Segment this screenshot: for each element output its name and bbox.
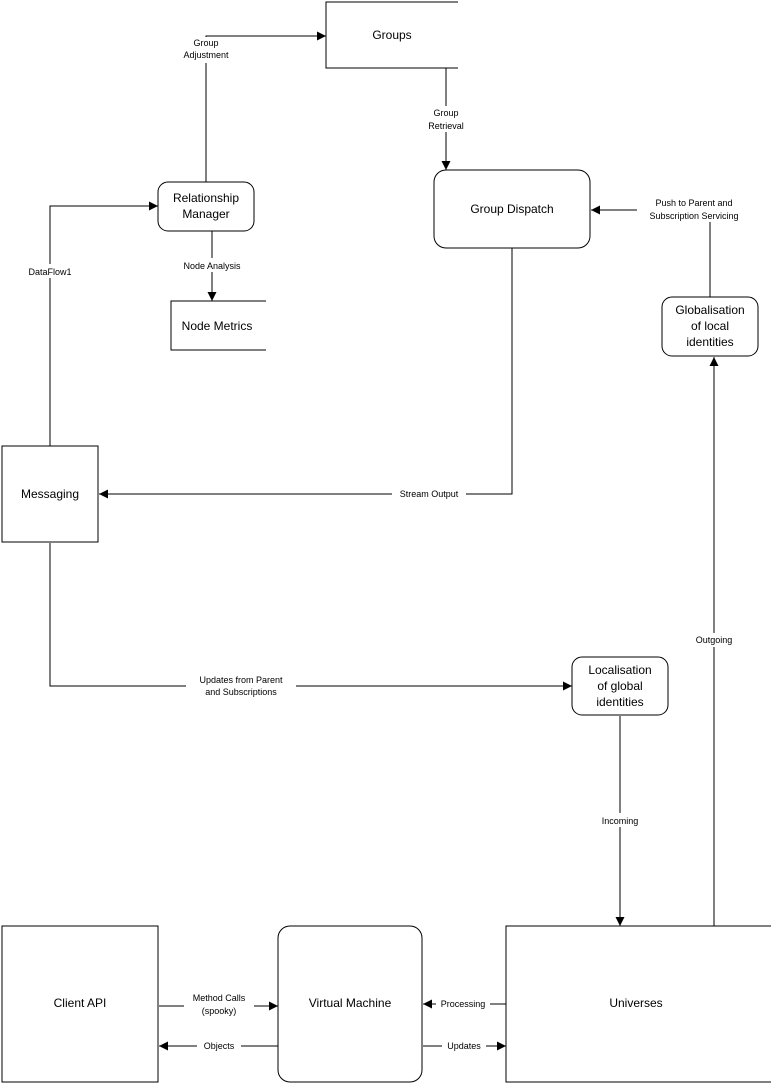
edge-objects: Objects [159, 1039, 278, 1053]
edge-label: Incoming [602, 816, 639, 826]
node-label-line: Globalisation [675, 303, 744, 317]
edge-label-line: Push to Parent and [655, 198, 732, 208]
edge-label-line: Subscription Servicing [649, 211, 738, 221]
node-label: Universes [609, 996, 662, 1010]
edge-incoming: Incoming [595, 716, 645, 926]
node-label-line: identities [596, 695, 643, 709]
node-label-line: of local [691, 319, 729, 333]
edge-label: Stream Output [400, 489, 459, 499]
edge-label-line: Adjustment [183, 50, 229, 60]
edge-group-retrieval: Group Retrieval [412, 68, 480, 170]
edge-label: Node Analysis [183, 261, 241, 271]
edge-label: DataFlow1 [28, 267, 71, 277]
edge-method-calls: Method Calls (spooky) [159, 991, 278, 1017]
node-node-metrics[interactable]: Node Metrics [170, 300, 266, 351]
node-messaging[interactable]: Messaging [1, 445, 99, 543]
edge-processing: Processing [423, 997, 506, 1011]
edge-label-line: Updates from Parent [199, 675, 283, 685]
node-label-line: Localisation [588, 663, 651, 677]
edge-stream-output: Stream Output [99, 248, 513, 501]
edge-label: Updates [447, 1041, 481, 1051]
node-label: Virtual Machine [309, 996, 392, 1010]
edge-updates-from-parent: Updates from Parent and Subscriptions [49, 543, 572, 699]
node-groups[interactable]: Groups [325, 1, 458, 69]
node-label: Groups [372, 28, 411, 42]
node-label-line: identities [686, 335, 733, 349]
node-universes[interactable]: Universes [505, 925, 771, 1083]
node-relationship-manager[interactable]: Relationship Manager [157, 181, 255, 232]
node-globalisation[interactable]: Globalisation of local identities [661, 296, 759, 357]
edge-push-to-parent: Push to Parent and Subscription Servicin… [591, 196, 751, 297]
node-label-line: Manager [182, 207, 229, 221]
edge-label: Objects [204, 1041, 235, 1051]
node-label: Messaging [21, 487, 79, 501]
node-label: Node Metrics [182, 319, 253, 333]
edge-label-line: Group [433, 108, 458, 118]
node-localisation[interactable]: Localisation of global identities [571, 656, 669, 716]
edge-label-line: Group [193, 38, 218, 48]
node-label: Client API [54, 996, 107, 1010]
edge-group-adjustment: Group Adjustment [162, 31, 326, 182]
edge-label-line: (spooky) [202, 1006, 237, 1016]
edge-outgoing: Outgoing [689, 357, 739, 926]
edge-node-analysis: Node Analysis [170, 231, 254, 301]
edge-label: Processing [441, 999, 486, 1009]
node-group-dispatch[interactable]: Group Dispatch [433, 169, 591, 249]
node-label: Group Dispatch [470, 202, 553, 216]
node-client-api[interactable]: Client API [1, 925, 159, 1083]
edge-label-line: Method Calls [193, 993, 246, 1003]
edge-label-line: and Subscriptions [205, 687, 277, 697]
edge-updates: Updates [423, 1039, 506, 1053]
node-label-line: Relationship [173, 191, 239, 205]
node-virtual-machine[interactable]: Virtual Machine [277, 925, 423, 1083]
edge-label-line: Retrieval [428, 121, 464, 131]
node-label-line: of global [597, 679, 642, 693]
edge-dataflow1: DataFlow1 [20, 201, 158, 446]
edge-label: Outgoing [696, 635, 733, 645]
